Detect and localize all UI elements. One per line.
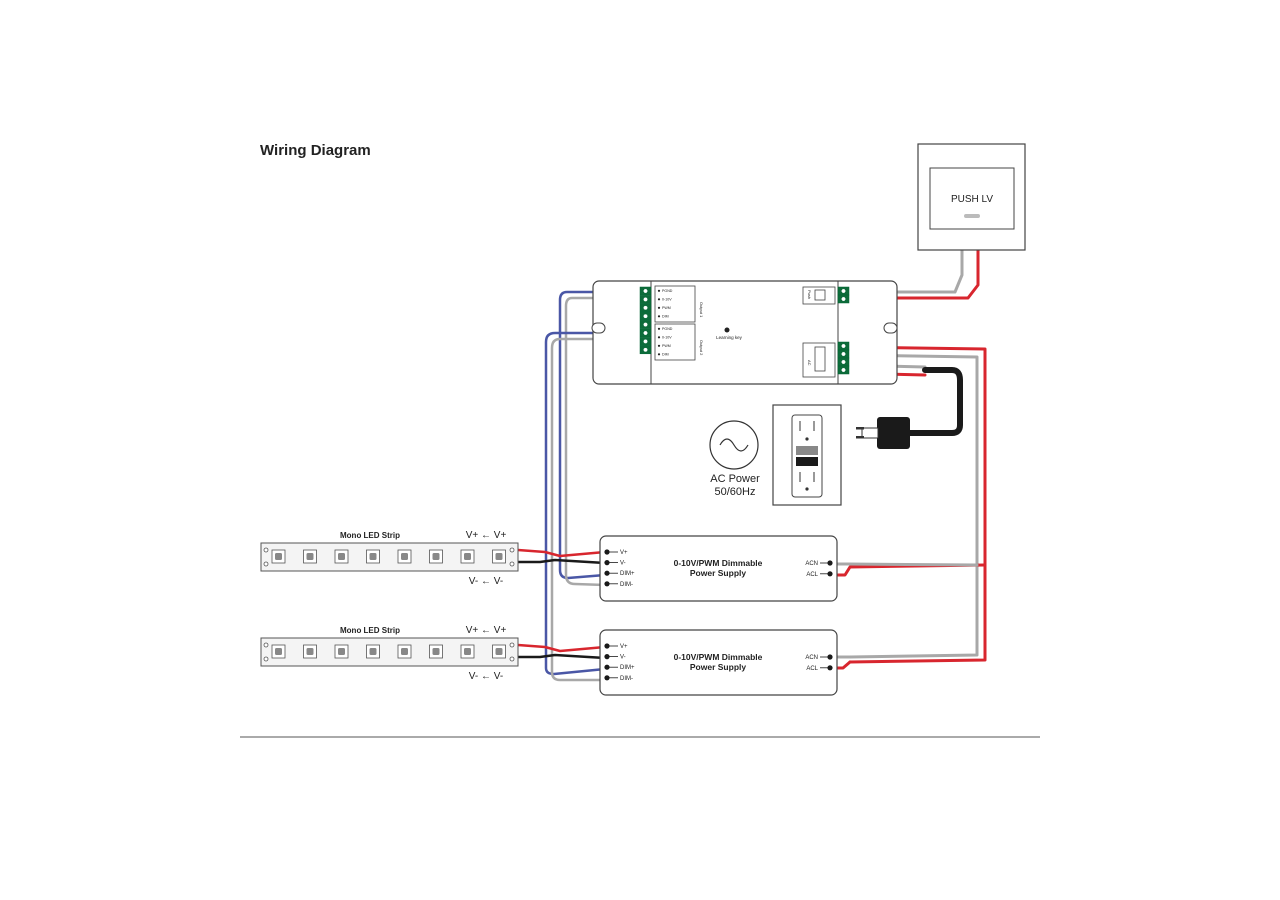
power-supply-terminal <box>604 643 610 649</box>
wire-ac-red-ps1 <box>836 563 987 577</box>
power-supply-body <box>599 535 838 602</box>
power-supply-terminal <box>604 675 610 681</box>
power-supply-terminal <box>827 665 833 671</box>
wire-strip1-black <box>516 558 607 565</box>
ac-source: AC Power 50/60Hz <box>709 420 760 498</box>
led-strip-vminus: V- ← V- <box>469 671 503 682</box>
push-panel-inner <box>929 167 1015 230</box>
power-supply-terminal <box>827 571 833 577</box>
led-strip-vminus: V- ← V- <box>469 576 503 587</box>
power-supply-subtitle: Power Supply <box>690 662 746 672</box>
wire-ac-ps2-red <box>836 660 852 670</box>
power-supply-terminal-label: ACN <box>805 655 818 661</box>
controller-terminal-label: PWM <box>662 306 671 310</box>
wall-outlet <box>772 404 842 506</box>
wire-out2-blue <box>544 331 642 676</box>
power-supply-title: 0-10V/PWM Dimmable <box>674 652 763 662</box>
controller-ac-label: AC <box>807 360 812 366</box>
controller-terminal-label: DIM <box>662 315 669 319</box>
power-supply-body <box>599 629 838 696</box>
push-panel-led <box>964 214 980 218</box>
led-strip-label: Mono LED Strip <box>340 626 400 635</box>
power-supply-terminal-label: DIM- <box>620 676 633 682</box>
sine-wave-icon <box>719 438 749 452</box>
controller-terminal-label: PGND <box>662 289 673 293</box>
wire-push-red <box>846 248 980 300</box>
ac-source-line2: 50/60Hz <box>715 486 756 498</box>
power-supply-terminal-label: V- <box>620 655 626 661</box>
controller-terminal-label: 0-10V <box>662 298 672 302</box>
power-supply-terminal <box>604 570 610 576</box>
power-supply-terminal <box>604 549 610 555</box>
wire-out1-blue <box>558 290 642 580</box>
wire-push-gray <box>846 248 964 294</box>
power-supply-terminal-label: V+ <box>620 550 628 556</box>
led-strip-body <box>260 542 519 572</box>
push-panel[interactable]: PUSH LV <box>917 143 1026 251</box>
power-supply-subtitle: Power Supply <box>690 568 746 578</box>
controller-side-label-2: Output 2 <box>699 340 704 356</box>
wire-strip2-red <box>516 643 607 653</box>
led-strip-body <box>260 637 519 667</box>
controller-terminal-label: 0-10V <box>662 336 672 340</box>
power-supply-title: 0-10V/PWM Dimmable <box>674 558 763 568</box>
led-strip-vplus: V+ ← V+ <box>466 625 507 636</box>
power-supply-terminal-label: DIM- <box>620 582 633 588</box>
controller-push-label: Push <box>807 290 812 299</box>
power-supply-terminal <box>604 664 610 670</box>
ac-plug-icon <box>856 417 910 449</box>
controller-terminal-label: PWM <box>662 344 671 348</box>
ac-source-line1: AC Power <box>710 473 760 485</box>
power-supply-terminal-label: ACN <box>805 561 818 567</box>
power-supply-terminal <box>827 654 833 660</box>
power-supply-terminal <box>604 581 610 587</box>
learning-key-label: Learning key <box>716 335 743 340</box>
push-panel-label: PUSH LV <box>951 194 993 205</box>
led-strip-vplus: V+ ← V+ <box>466 530 507 541</box>
wire-out1-gray <box>564 296 642 587</box>
wire-ac-gray-top <box>846 353 979 659</box>
wire-strip1-red <box>516 548 607 558</box>
wire-ac-gray-ps1 <box>836 562 979 567</box>
power-supply-terminal <box>604 654 610 660</box>
mount-slot-left <box>591 322 606 334</box>
power-supply-terminal <box>827 560 833 566</box>
power-supply-terminal-label: ACL <box>806 666 818 672</box>
outlet-reset-button <box>796 457 818 466</box>
controller-side-label-1: Output 1 <box>699 302 704 318</box>
wire-strip2-black <box>516 653 607 660</box>
led-strip-label: Mono LED Strip <box>340 531 400 540</box>
power-supply-terminal-label: DIM+ <box>620 571 635 577</box>
outlet-face <box>791 414 823 498</box>
led-strip: Mono LED Strip V+ ← V+ V- ← V- <box>260 625 519 682</box>
wire-mains-black <box>907 367 963 436</box>
power-supply-terminal-label: DIM+ <box>620 665 635 671</box>
outlet-test-button <box>796 446 818 455</box>
controller-body <box>592 280 898 385</box>
power-supply-terminal-label: V- <box>620 561 626 567</box>
power-supply-terminal-label: V+ <box>620 644 628 650</box>
page-title: Wiring Diagram <box>260 142 371 159</box>
mount-slot-right <box>883 322 898 334</box>
power-supply-terminal <box>604 560 610 566</box>
controller-terminal-label: DIM <box>662 353 669 357</box>
controller-terminal-label: PGND <box>662 327 673 331</box>
wire-ac-red-top <box>846 345 987 664</box>
led-strip: Mono LED Strip V+ ← V+ V- ← V- <box>260 530 519 587</box>
wire-out2-gray <box>550 337 642 682</box>
learning-key-button[interactable] <box>724 327 730 333</box>
power-supply-terminal-label: ACL <box>806 572 818 578</box>
